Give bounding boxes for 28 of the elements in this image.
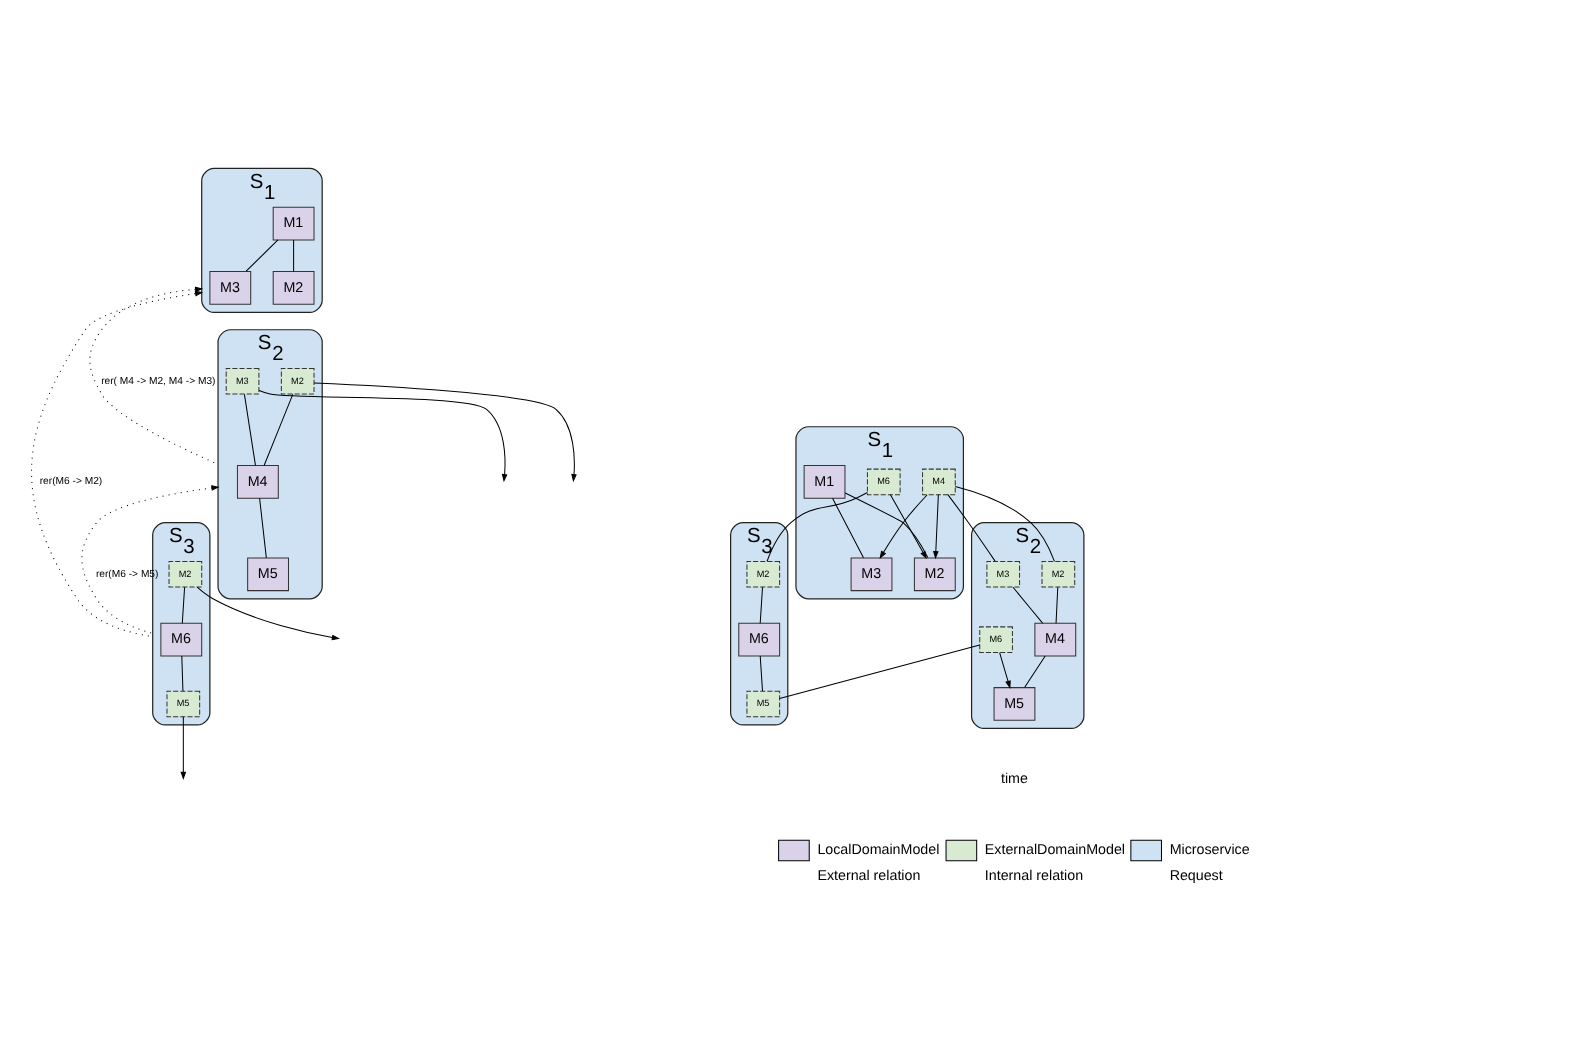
connector [759, 586, 764, 624]
arrow [81, 485, 220, 634]
arrow [932, 494, 939, 560]
arrow [31, 290, 204, 638]
connector [779, 644, 981, 700]
connector [759, 655, 763, 692]
arrow [258, 389, 508, 483]
arrow [879, 494, 928, 560]
connector [832, 497, 864, 559]
connector [766, 492, 868, 562]
connector [947, 494, 996, 562]
arrow [889, 494, 927, 560]
connector [1024, 655, 1046, 688]
connector [1055, 586, 1059, 624]
connector [259, 497, 267, 559]
connector [954, 486, 1055, 562]
connector [243, 393, 256, 466]
connector [245, 239, 279, 272]
connector [263, 393, 294, 466]
arrow [999, 652, 1011, 689]
connector [181, 655, 184, 692]
arrow [196, 586, 340, 641]
arrow [313, 382, 577, 483]
connector [181, 586, 186, 624]
connector [293, 239, 295, 272]
connector [1012, 586, 1044, 624]
arrow [180, 716, 187, 780]
connector [844, 492, 929, 559]
